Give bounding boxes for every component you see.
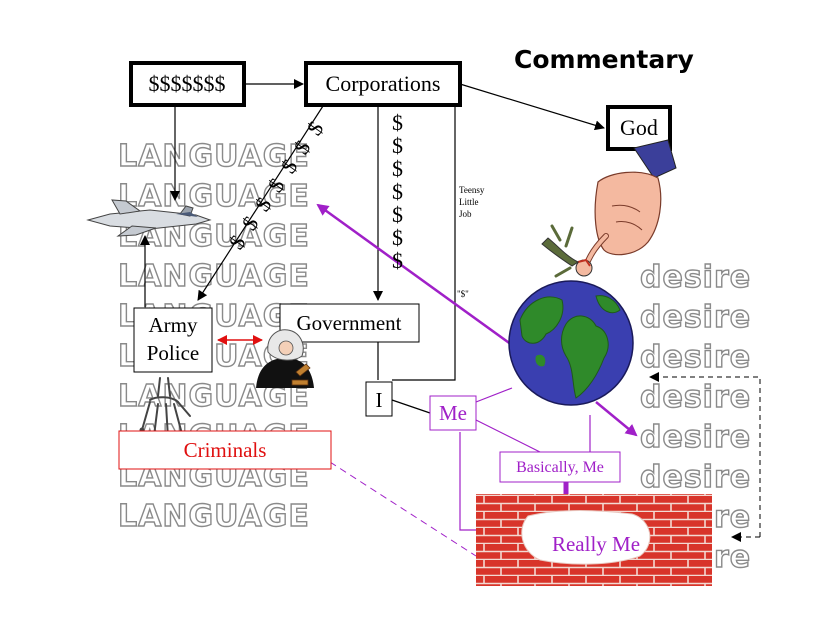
- edge-me-globe: [475, 387, 513, 403]
- god-label: God: [620, 115, 658, 140]
- desire-watermark: desire: [640, 420, 751, 455]
- edge-me-basically: [475, 419, 541, 453]
- edge-corporations-army: [197, 105, 324, 301]
- police-label: Police: [147, 341, 200, 365]
- desire-watermark: desire: [640, 300, 751, 335]
- desire-watermark: desire: [640, 460, 751, 495]
- dollar-mark: $: [392, 202, 403, 227]
- criminals-label: Criminals: [184, 438, 267, 462]
- dollar-mark: $: [392, 179, 403, 204]
- dollar-stream-vertical: $ $ $ $ $ $ $: [392, 110, 403, 273]
- desire-watermark: desire: [640, 260, 751, 295]
- me-node: Me: [429, 395, 477, 431]
- edge-globe-desire: [595, 401, 638, 437]
- dollar-mark: $: [392, 133, 403, 158]
- i-node: I: [365, 381, 393, 417]
- corporations-node: Corporations: [304, 61, 462, 107]
- teensy-label-line: Teensy: [459, 185, 485, 195]
- falling-man-icon: [541, 224, 593, 278]
- basically-me-label: Basically, Me: [516, 459, 604, 476]
- dollar-mark: $: [392, 110, 403, 135]
- teensy-little-job-label: Teensy Little Job: [459, 185, 485, 219]
- teensy-label-line: Little: [459, 197, 479, 207]
- really-me-label: Really Me: [552, 532, 640, 556]
- connectors: [140, 79, 605, 414]
- basically-me-node: Basically, Me: [499, 451, 621, 483]
- teensy-label-line: Job: [459, 209, 472, 219]
- edge-corporations-god: [459, 83, 605, 131]
- army-label: Army: [149, 313, 198, 337]
- globe-icon: [508, 280, 634, 406]
- dollar-mark: $: [392, 248, 403, 273]
- dollar-mark: $: [392, 225, 403, 250]
- language-watermark: LANGUAGE: [118, 179, 310, 214]
- purple-connectors: [459, 387, 591, 531]
- judge-icon: [256, 329, 314, 388]
- fighter-jet-icon: [86, 199, 212, 237]
- hand-of-god-icon: [583, 139, 677, 269]
- edge-teensy-job: [392, 106, 456, 381]
- corporations-label: Corporations: [326, 71, 441, 96]
- money-label: $$$$$$$: [149, 71, 226, 96]
- quoted-dollar-label: "$": [457, 289, 469, 299]
- brick-wall-icon: Really Me: [476, 494, 712, 586]
- language-watermark: LANGUAGE: [118, 499, 310, 534]
- dollar-mark: $: [302, 117, 329, 140]
- edge-i-me: [391, 399, 431, 414]
- criminals-node: Criminals: [118, 430, 332, 470]
- government-label: Government: [297, 311, 402, 335]
- language-watermark: LANGUAGE: [118, 139, 310, 174]
- army-police-node: Army Police: [133, 307, 213, 373]
- page-title: Commentary: [514, 45, 694, 74]
- edge-globe-language: [316, 203, 513, 347]
- desire-watermark: desire: [640, 340, 751, 375]
- edge-criminals-wall: [329, 461, 477, 557]
- i-label: I: [376, 388, 383, 412]
- government-node: Government: [279, 303, 420, 343]
- desire-watermark: desire: [640, 380, 751, 415]
- language-watermark: LANGUAGE: [118, 259, 310, 294]
- edge-me-reallyme: [459, 432, 476, 531]
- dollar-mark: $: [392, 156, 403, 181]
- money-node: $$$$$$$: [129, 61, 246, 107]
- me-label: Me: [439, 401, 467, 425]
